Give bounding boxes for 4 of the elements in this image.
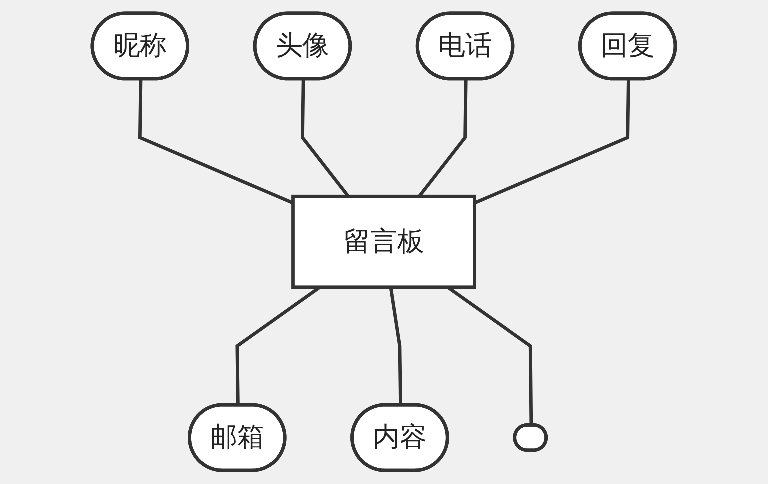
node-box: 留言板 — [292, 194, 476, 290]
connector — [474, 80, 630, 205]
connector — [389, 287, 402, 406]
connector — [138, 80, 294, 205]
